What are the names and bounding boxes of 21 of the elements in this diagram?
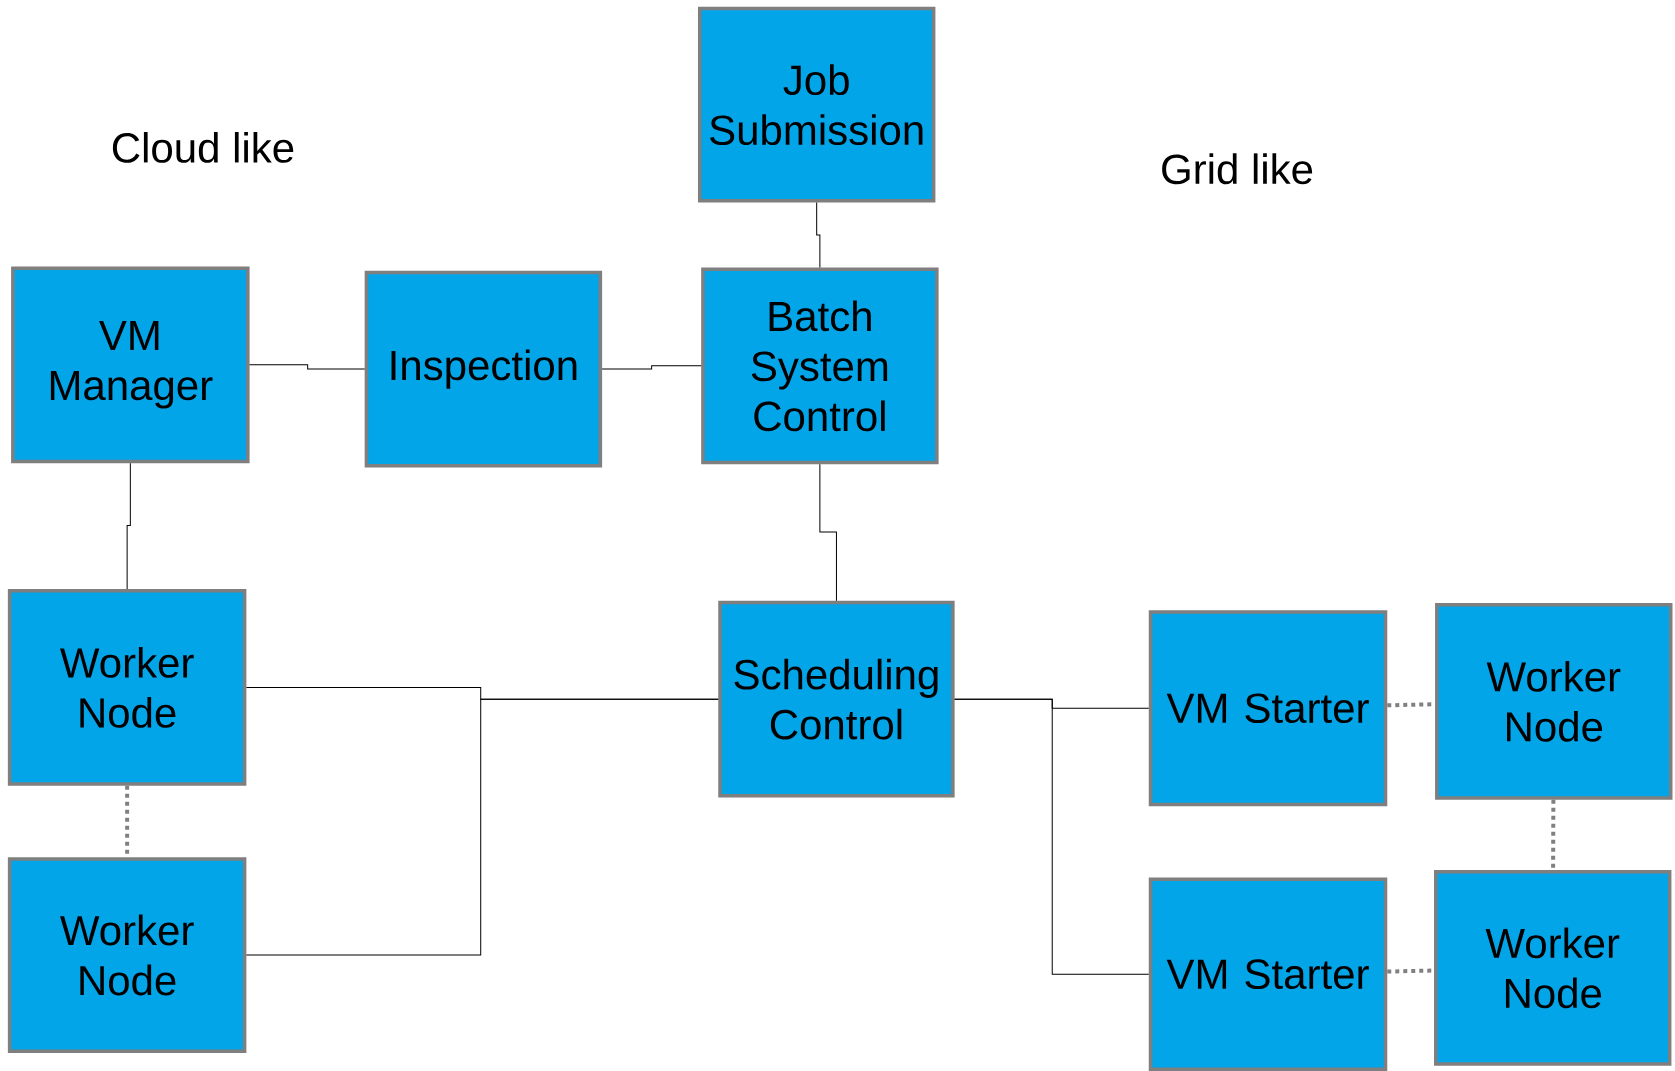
process-box: Worker Node	[7, 857, 247, 1053]
connector-line	[601, 365, 702, 370]
process-box: Worker Node	[1435, 602, 1673, 800]
process-box: Inspection	[364, 270, 603, 468]
connector-line	[816, 202, 821, 268]
connector-line	[249, 364, 366, 370]
group-label: Cloud like	[112, 132, 294, 163]
process-box: VM Starter	[1148, 877, 1388, 1071]
process-box: Batch System Control	[701, 267, 939, 465]
connector-line	[126, 462, 131, 590]
process-box: Scheduling Control	[718, 600, 955, 798]
group-label: Grid like	[1162, 153, 1313, 185]
process-box: VM Manager	[11, 266, 250, 464]
connector-line	[1551, 799, 1556, 870]
process-box: VM Starter	[1148, 610, 1388, 807]
process-box: Worker Node	[7, 589, 247, 786]
process-box: Job Submission	[697, 6, 936, 203]
connector-line	[245, 698, 719, 956]
connector-line	[819, 463, 837, 602]
connector-line	[954, 698, 1150, 975]
process-box: Worker Node	[1434, 869, 1672, 1066]
